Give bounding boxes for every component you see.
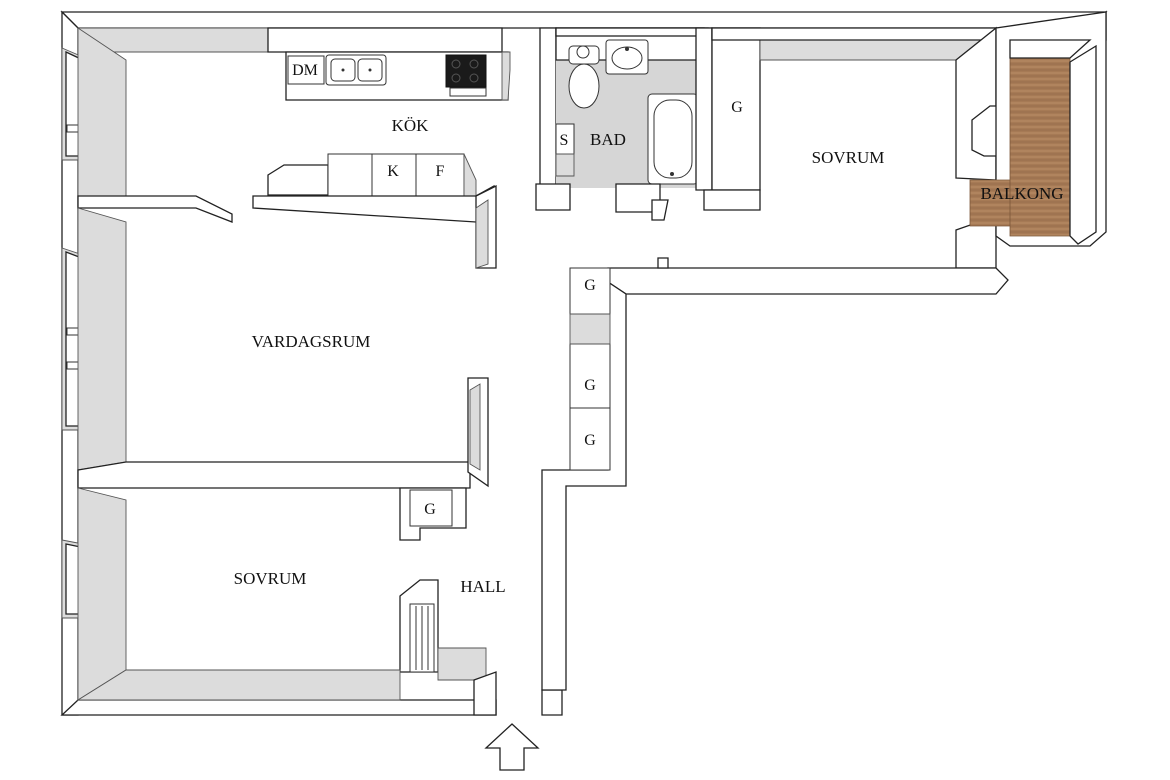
room-label-sovrum-left: SOVRUM [234, 569, 307, 588]
room-label-sovrum-right: SOVRUM [812, 148, 885, 167]
bedroom-right: G SOVRUM [607, 26, 1009, 295]
bathtub-icon [647, 93, 699, 185]
room-label-kok: KÖK [392, 116, 430, 135]
toilet-icon [568, 45, 600, 109]
wardrobe-g-label-hall-mid2: G [584, 432, 596, 449]
dishwasher-label: DM [292, 62, 318, 79]
freezer-f-label: F [436, 163, 445, 180]
radiator-icon [399, 579, 439, 673]
hall: G G G G HALL [399, 267, 627, 716]
wardrobe-g-label-hall-mid1: G [584, 377, 596, 394]
fridge-k-label: K [387, 163, 399, 180]
room-label-vardagsrum: VARDAGSRUM [252, 332, 371, 351]
wardrobe-g-label-hall-top: G [584, 277, 596, 294]
sink-icon [605, 39, 649, 75]
bathroom: S BAD [535, 27, 713, 221]
living-room: VARDAGSRUM [77, 207, 489, 489]
room-label-bad: BAD [590, 130, 626, 149]
shelf-s-label: S [560, 132, 569, 149]
bedroom-left: SOVRUM [76, 487, 401, 701]
room-label-balkong: BALKONG [980, 184, 1063, 203]
wardrobe-g-label-bad: G [731, 99, 743, 116]
room-label-hall: HALL [460, 577, 505, 596]
kitchen: DM KÖK K F [77, 27, 511, 269]
entrance-arrow-icon [484, 723, 540, 771]
wardrobe-g-label-sovrum-left: G [424, 501, 436, 518]
stove-icon [445, 54, 487, 97]
balcony: BALKONG [969, 11, 1107, 247]
kitchen-sink-icon [325, 54, 387, 86]
